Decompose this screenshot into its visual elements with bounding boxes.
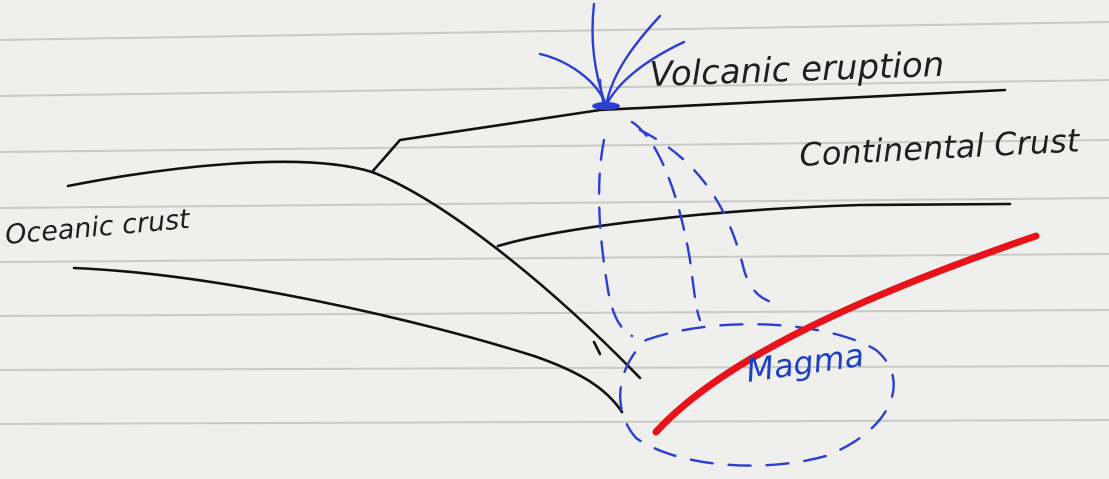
magma-label: Magma (744, 336, 866, 390)
oceanic-crust-label: Oceanic crust (4, 204, 192, 251)
plate-tail-mark (594, 342, 600, 354)
oceanic-plate-top (68, 162, 640, 378)
continental-crust-base (498, 204, 1010, 246)
oceanic-plate-bottom (74, 268, 622, 412)
continental-crust-label: Continental Crust (798, 121, 1081, 174)
red-pen-stroke (656, 236, 1036, 432)
volcanic-eruption-label: Volcanic eruption (649, 45, 945, 95)
magma-conduit (599, 122, 778, 336)
